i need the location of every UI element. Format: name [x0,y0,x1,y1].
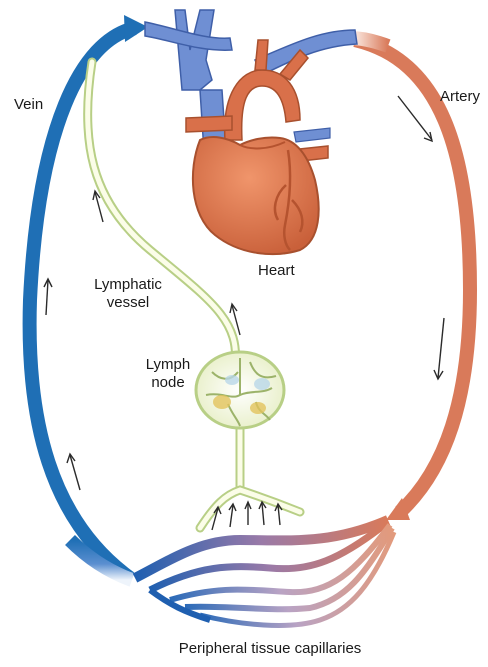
capillary-bed [135,520,394,625]
lymph-node-label: Lymph node [140,356,196,392]
artery-label: Artery [440,88,480,106]
lymph-node [196,352,284,428]
artery-vessel [350,38,470,520]
lymphatic-vessel-label: Lymphatic vessel [88,276,168,312]
lymph-node-label-line1: Lymph [140,356,196,374]
lymph-node-label-line2: node [140,374,196,392]
lymphatic-vessel-label-line1: Lymphatic [88,276,168,294]
vein-label: Vein [14,96,43,114]
heart [145,10,357,254]
lymphatic-vessel-label-line2: vessel [88,294,168,312]
flow-arrow-icon [438,318,444,378]
flow-arrow-icon [398,96,432,140]
capillaries-label: Peripheral tissue capillaries [150,640,390,658]
flow-arrow-icon [46,280,48,315]
flow-arrow-icon [262,503,264,525]
flow-arrow-icon [424,132,432,141]
heart-label: Heart [258,262,295,280]
